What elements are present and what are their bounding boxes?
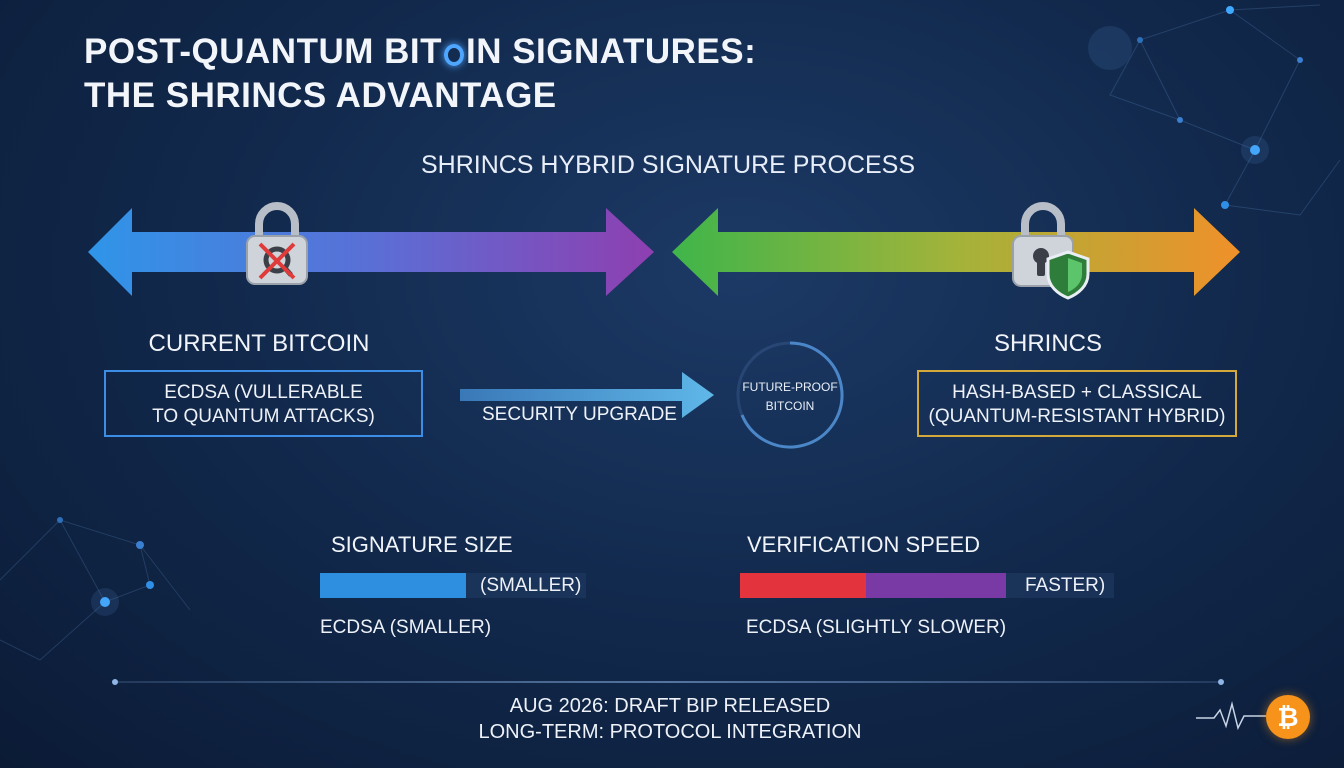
verification-speed-bar-red: [740, 573, 866, 598]
signature-size-bar-caption: (SMALLER): [480, 575, 582, 596]
bitcoin-icon: ₿: [1266, 695, 1310, 739]
upgrade-arrow: [460, 372, 714, 418]
timeline-line2: LONG-TERM: PROTOCOL INTEGRATION: [478, 721, 862, 743]
verification-speed-bar-caption: FASTER): [1025, 575, 1106, 596]
verification-speed-below-caption: ECDSA (SLIGHTLY SLOWER): [746, 617, 1007, 638]
current-bitcoin-box-line1: ECDSA (VULLERABLE: [164, 382, 363, 403]
bitcoin-ring-icon: [443, 44, 464, 66]
progress-ring-icon: [736, 341, 844, 449]
pulse-line-icon: [1196, 701, 1266, 731]
current-bitcoin-heading: CURRENT BITCOIN: [148, 330, 370, 357]
current-bitcoin-box: ECDSA (VULLERABLE TO QUANTUM ATTACKS): [104, 370, 423, 437]
verification-speed-heading: VERIFICATION SPEED: [747, 532, 981, 557]
future-proof-line2: BITCOIN: [765, 399, 815, 413]
shrincs-box-line1: HASH-BASED + CLASSICAL: [952, 382, 1202, 403]
future-proof-badge: FUTURE-PROOF BITCOIN: [733, 338, 847, 452]
timeline-end-dot: [1218, 679, 1224, 685]
signature-size-bar-track: [466, 573, 586, 598]
timeline-line: [114, 681, 1222, 683]
right-double-arrow: [672, 208, 1240, 296]
broken-lock-icon: [246, 202, 308, 285]
signature-size-heading: SIGNATURE SIZE: [331, 532, 513, 557]
verification-speed-bar-track: [1006, 573, 1114, 598]
timeline-line1: AUG 2026: DRAFT BIP RELEASED: [509, 695, 831, 717]
verification-speed-bar-purple: [866, 573, 1006, 598]
signature-size-bar: [320, 573, 466, 598]
security-upgrade-label: SECURITY UPGRADE: [482, 404, 677, 425]
current-bitcoin-box-line2: TO QUANTUM ATTACKS): [152, 406, 375, 427]
shrincs-box-line2: (QUANTUM-RESISTANT HYBRID): [928, 406, 1226, 427]
process-title: SHRINCS HYBRID SIGNATURE PROCESS: [420, 151, 916, 179]
shrincs-heading: SHRINCS: [993, 330, 1102, 357]
signature-size-below-caption: ECDSA (SMALLER): [320, 617, 492, 638]
timeline-start-dot: [112, 679, 118, 685]
shield-lock-icon: [1012, 202, 1090, 300]
shrincs-box: HASH-BASED + CLASSICAL (QUANTUM-RESISTAN…: [917, 370, 1237, 437]
left-double-arrow: [88, 208, 654, 296]
future-proof-line1: FUTURE-PROOF: [742, 380, 838, 394]
